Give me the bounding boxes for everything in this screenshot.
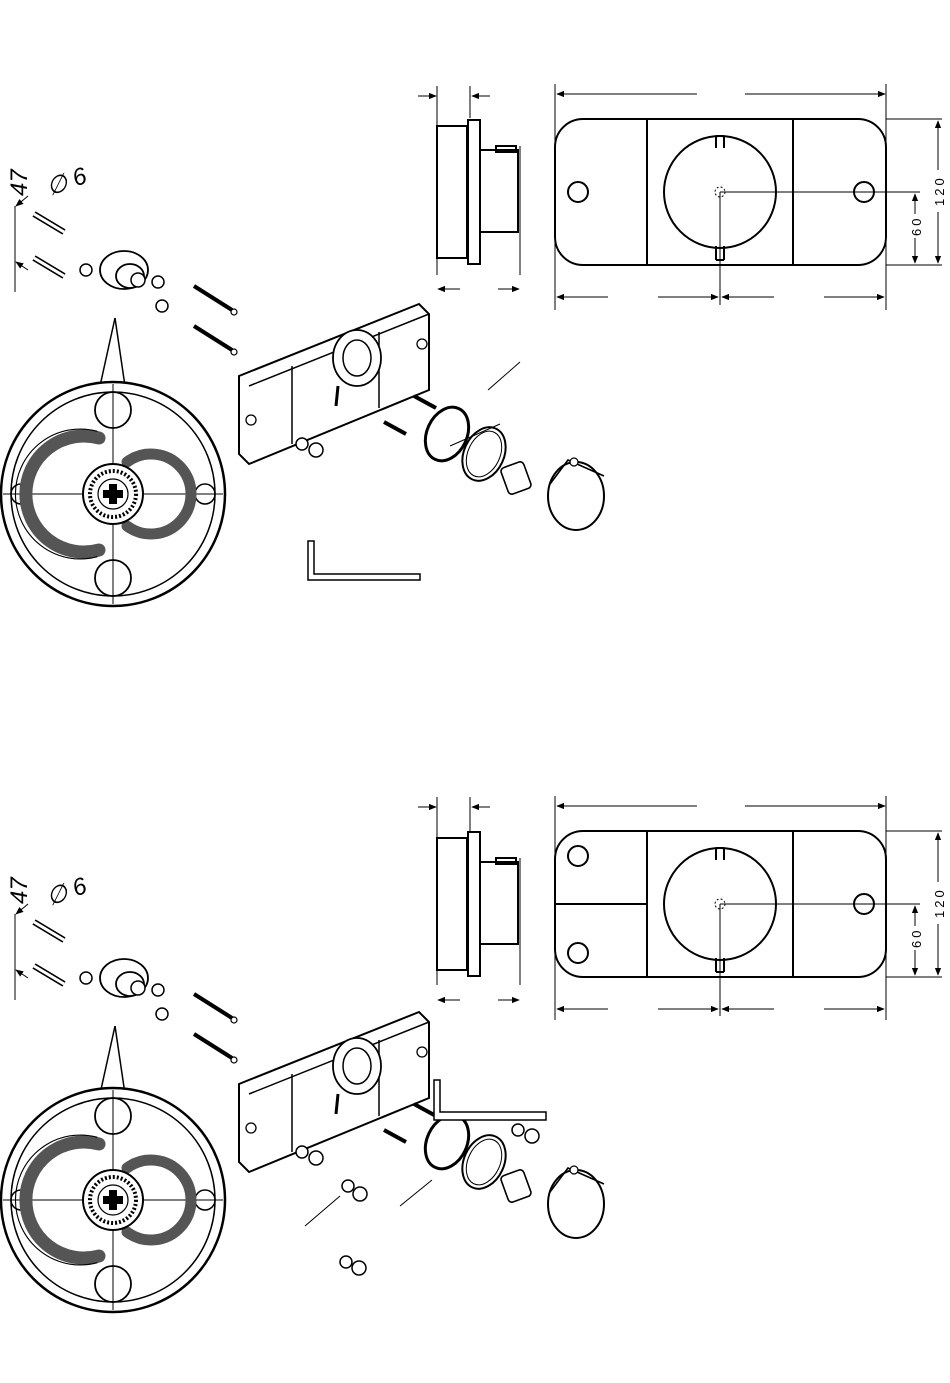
dim-diameter-top: ∅ 6 — [43, 162, 91, 202]
allen-key-bottom — [434, 1080, 546, 1120]
wall-anchor-dims-top: 47 ∅ 6 — [6, 162, 91, 292]
front-view-top — [555, 84, 942, 310]
flange-detail-top — [1, 382, 225, 606]
dim-center-60-bottom: 60 — [909, 928, 924, 948]
dim-height-120-top: 120 — [932, 175, 947, 206]
dim-height-120-bottom: 120 — [932, 887, 947, 918]
flange-detail-bottom — [1, 1088, 225, 1312]
front-view-bottom — [555, 796, 942, 1020]
side-view-top — [418, 86, 520, 289]
allen-key-top — [308, 541, 420, 580]
diagram-top: 120 60 47 ∅ 6 — [1, 84, 947, 606]
side-view-bottom — [418, 797, 520, 1000]
diagram-bottom: 120 60 47 ∅ 6 — [1, 796, 947, 1312]
dim-diameter-bottom: ∅ 6 — [43, 872, 91, 912]
wall-anchor-dims-bottom: 47 ∅ 6 — [6, 872, 91, 1000]
dim-distance-47-top: 47 — [6, 168, 33, 196]
dim-center-60-top: 60 — [909, 216, 924, 236]
dim-distance-47-bottom: 47 — [6, 876, 33, 904]
